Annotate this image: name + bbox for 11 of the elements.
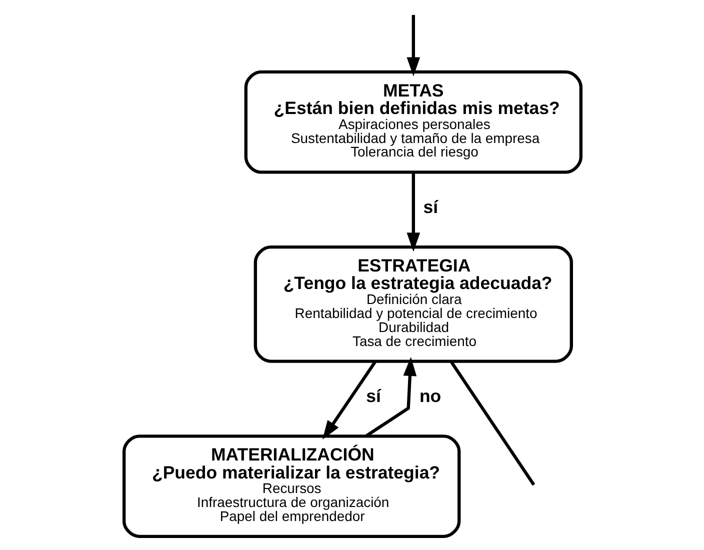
arrow	[364, 356, 416, 438]
node-box: ESTRATEGIA ¿Tengo la estrategia adecuada? Definición clara Rentabilidad y potencial de crecimiento Durabilidad Tasa de crecimiento	[253, 246, 572, 363]
node-box: MATERIALIZACIÓN ¿Puedo materializar la estrategia? Recursos Infraestructura de organización Papel del emprendedor	[122, 434, 460, 538]
arrow	[406, 172, 420, 252]
arrow	[406, 14, 420, 76]
node-box: METAS ¿Están bien definidas mis metas? Aspiraciones personales Sustentabilidad y tamaño de la empresa Tolerancia del riesgo	[244, 70, 582, 174]
edge-label: sí	[422, 197, 438, 218]
edge-label: sí	[366, 386, 380, 406]
edge-label: no	[418, 386, 441, 406]
arrow	[322, 360, 376, 440]
connector	[449, 360, 535, 486]
